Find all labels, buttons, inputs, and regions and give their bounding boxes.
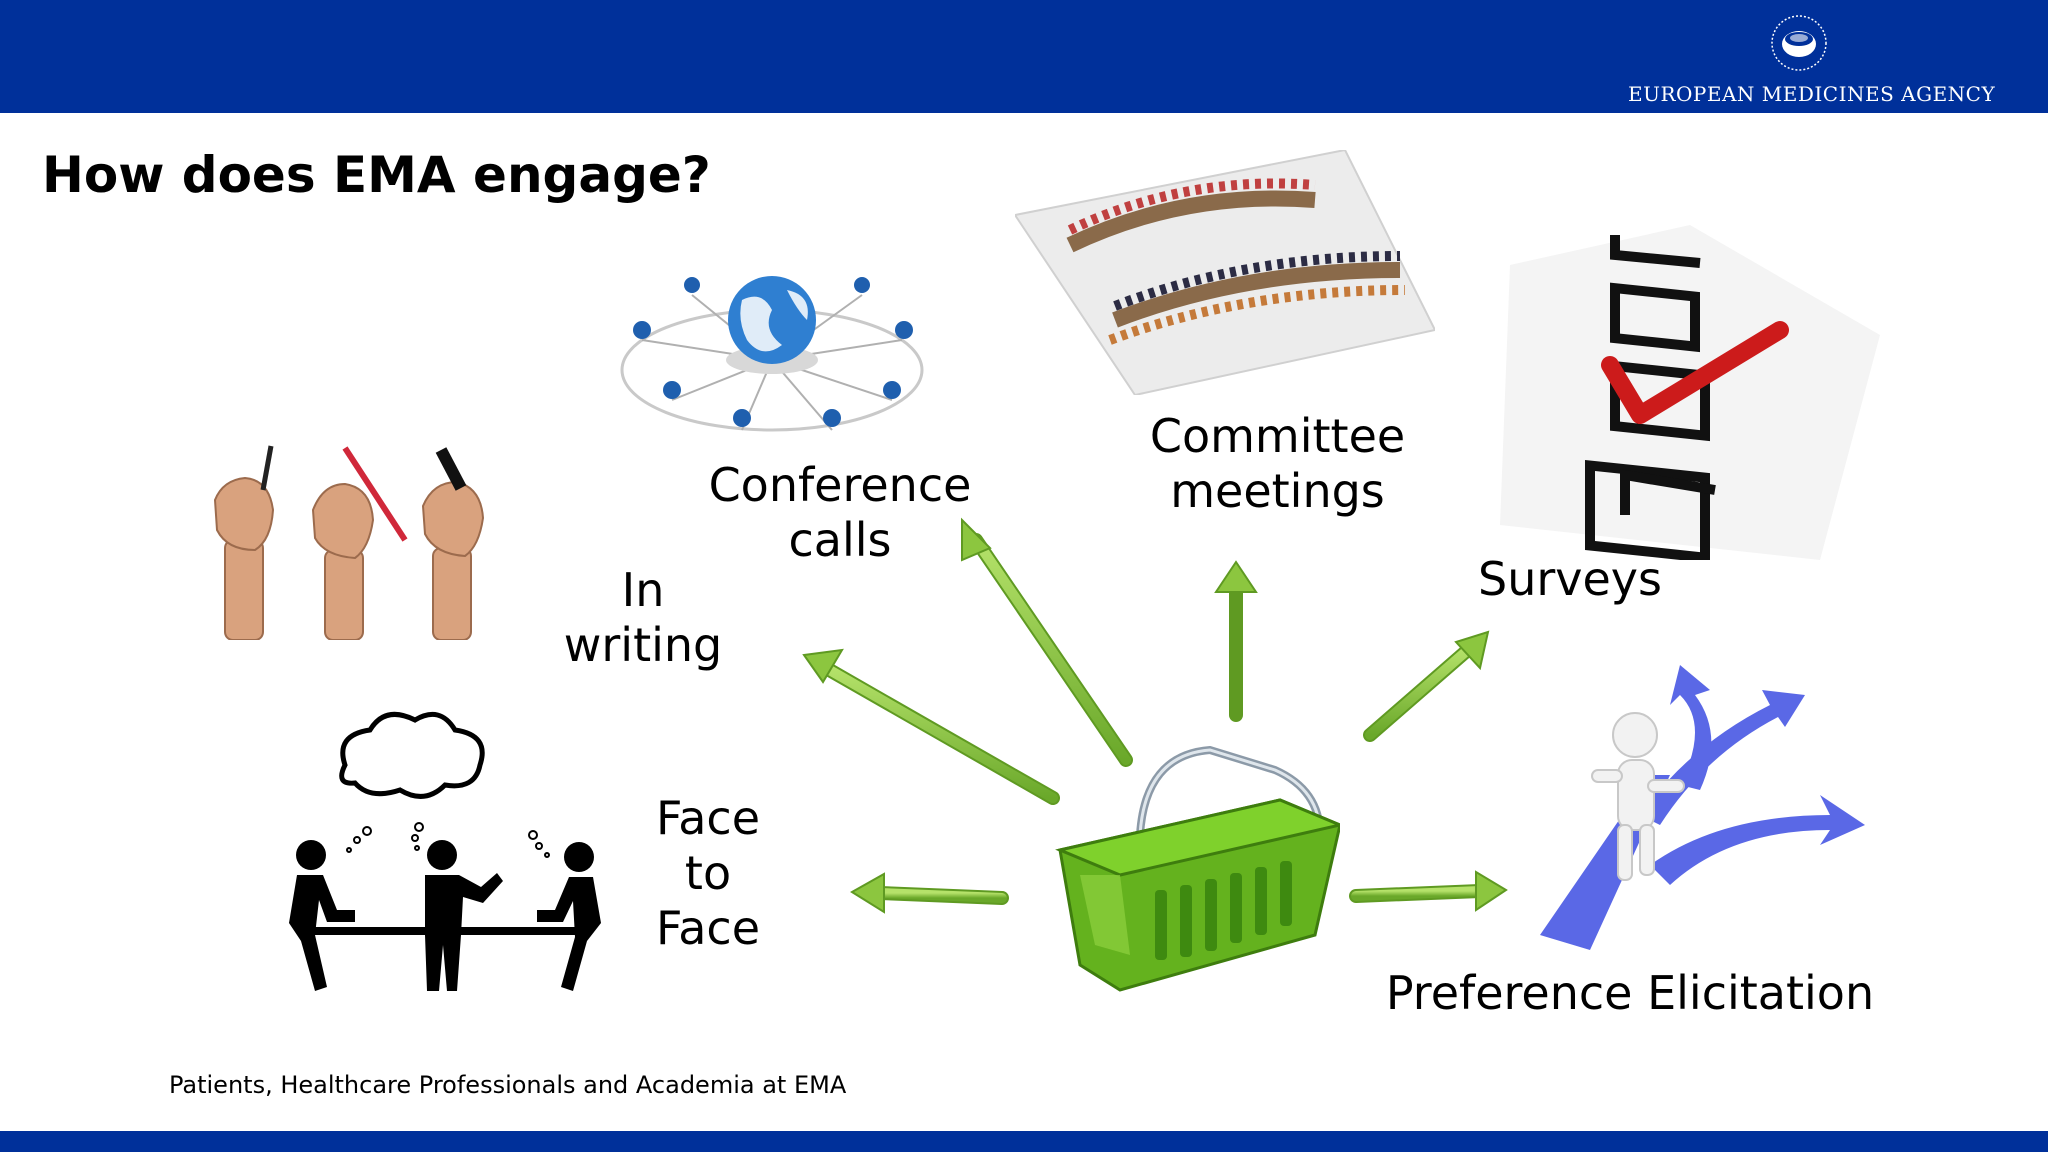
slide-footer: Patients, Healthcare Professionals and A…: [169, 1071, 847, 1099]
crossroads-figure-icon: [1540, 665, 1865, 950]
label-in-writing-line1: In: [621, 563, 665, 617]
label-face-to-face-line3: Face: [655, 901, 761, 955]
people-at-table-icon: [289, 711, 601, 991]
header-bar: EUROPEAN MEDICINES AGENCY: [0, 0, 2048, 113]
label-committee-meetings-line2: meetings: [1170, 464, 1385, 518]
arrow-to-in-writing: [802, 648, 1060, 805]
label-surveys-line1: Surveys: [1478, 552, 1662, 606]
arrow-to-committee-meetings: [1214, 560, 1258, 722]
arrow-to-preference-elicitation: [1349, 870, 1508, 912]
footer-bar: [0, 1131, 2048, 1152]
label-surveys: Surveys: [1460, 552, 1680, 607]
arrow-to-face-to-face: [850, 872, 1009, 914]
ema-emblem-icon: [1771, 15, 1827, 71]
label-committee-meetings: Committee meetings: [1140, 409, 1415, 519]
label-face-to-face-line1: Face: [655, 791, 761, 845]
label-conference-calls-line1: Conference: [708, 458, 972, 512]
slide-title: How does EMA engage?: [42, 146, 711, 204]
label-committee-meetings-line1: Committee: [1149, 409, 1406, 463]
meeting-room-icon: [1015, 150, 1435, 395]
shopping-basket-icon: [1055, 745, 1340, 992]
checklist-icon: [1500, 225, 1880, 560]
agency-name: EUROPEAN MEDICINES AGENCY: [1628, 82, 1996, 106]
label-in-writing-line2: writing: [563, 618, 723, 672]
globe-network-icon: [620, 276, 924, 432]
arrow-to-conference-calls: [961, 517, 1133, 767]
label-preference-elicitation-line1: Preference Elicitation: [1385, 966, 1875, 1020]
label-conference-calls-line2: calls: [788, 513, 892, 567]
label-face-to-face: Face to Face: [628, 791, 788, 956]
writing-hands-icon: [213, 445, 485, 640]
label-face-to-face-line2: to: [684, 846, 732, 900]
label-in-writing: In writing: [558, 563, 728, 673]
label-conference-calls: Conference calls: [700, 458, 980, 568]
ema-logo: EUROPEAN MEDICINES AGENCY: [1628, 14, 1996, 110]
label-preference-elicitation: Preference Elicitation: [1380, 966, 1880, 1021]
arrow-to-surveys: [1363, 630, 1490, 742]
